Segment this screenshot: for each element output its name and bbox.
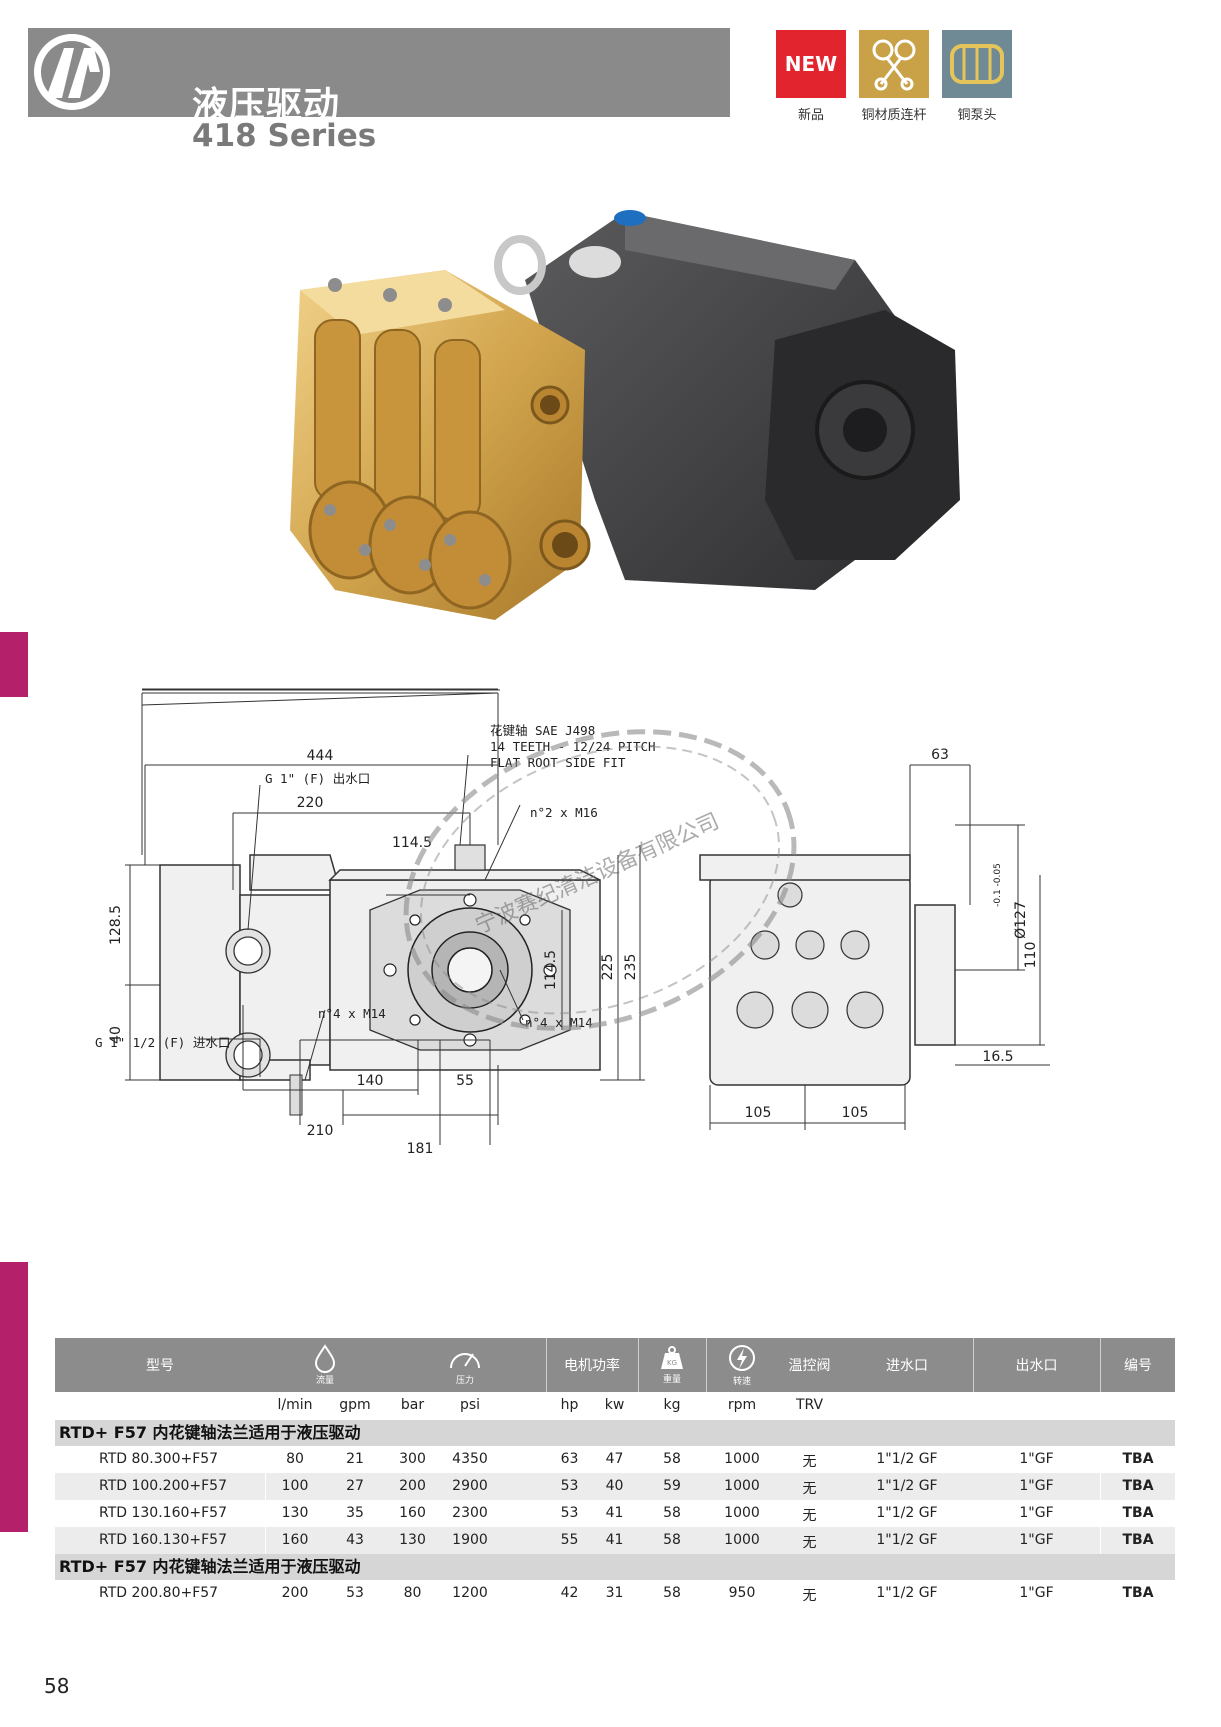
table-header: 型号 流量 压力 电机功率 KG 重量 转速 温控阀 进水口 出水口 编号 [55, 1338, 1175, 1392]
table-row: RTD 130.160+F57 130 35 160 2300 53 41 58… [99, 1505, 1154, 1524]
dim-16-5: 16.5 [982, 1049, 1013, 1065]
side-marker [0, 632, 28, 697]
dim-128-5: 128.5 [108, 905, 124, 945]
badge-caption-new: 新品 [797, 108, 824, 123]
inlet-note: G 1" 1/2 (F) 进水口 [95, 1035, 230, 1050]
dim-181: 181 [407, 1141, 434, 1157]
unit-gpm: gpm [339, 1397, 371, 1413]
drop-icon [314, 1344, 336, 1373]
m14-note-left: n°4 x M14 [318, 1006, 386, 1021]
units-row: l/min gpm bar psi hp kw kg rpm TRV [55, 1392, 1175, 1420]
dim-105-right: 105 [842, 1105, 869, 1121]
header-pressure: 压力 [385, 1338, 545, 1392]
series-title: 418 Series [192, 118, 377, 154]
technical-drawing: 444 220 114.5 128.5 40 114.5 225 235 140… [95, 688, 1150, 1265]
table-row: RTD 80.300+F57 80 21 300 4350 63 47 58 1… [99, 1451, 1154, 1470]
page-title: 液压驱动 [192, 85, 341, 126]
header-speed: 转速 [707, 1338, 777, 1392]
header-trv: 温控阀 [788, 1358, 831, 1374]
section-title: RTD+ F57 内花键轴法兰适用于液压驱动 [55, 1420, 1175, 1446]
weight-icon: KG [661, 1346, 683, 1369]
dim-40: 40 [108, 1026, 124, 1044]
dim-114-5-side: 114.5 [543, 950, 559, 990]
new-badge-text: NEW [784, 52, 838, 76]
dim-63: 63 [931, 747, 949, 763]
unit-kw: kw [604, 1397, 625, 1413]
header-flow: 流量 [265, 1338, 385, 1392]
brand-logo [28, 28, 116, 117]
watermark: 宁波赛纪清洁设备有限公司 [390, 720, 810, 1040]
badge-caption-rod: 铜材质连杆 [861, 108, 927, 123]
shaft-note-2: 14 TEETH - 12/24 PITCH [490, 739, 656, 754]
dim-210: 210 [307, 1123, 334, 1139]
unit-bar: bar [400, 1397, 425, 1413]
shaft-note-1: 花键轴 SAE J498 [490, 723, 595, 738]
dim-444: 444 [307, 748, 334, 764]
dim-110: 110 [1023, 942, 1039, 969]
connecting-rod-icon [859, 30, 929, 98]
speed-icon [729, 1345, 755, 1371]
outlet-note: G 1" (F) 出水口 [265, 771, 370, 786]
header-inlet: 进水口 [886, 1358, 928, 1374]
header-outlet: 出水口 [1015, 1358, 1058, 1374]
dim-140: 140 [357, 1073, 384, 1089]
badge-caption-head: 铜泵头 [957, 108, 997, 123]
unit-kg: kg [663, 1397, 681, 1413]
unit-psi: psi [459, 1397, 481, 1413]
pump-head-icon [942, 30, 1012, 98]
new-badge: NEW [776, 30, 846, 98]
table-row: RTD 100.200+F57 100 27 200 2900 53 40 59… [55, 1473, 1175, 1500]
m16-note: n°2 x M16 [530, 805, 598, 820]
dim-55: 55 [456, 1073, 474, 1089]
dim-235: 235 [623, 954, 639, 981]
section-title: RTD+ F57 内花键轴法兰适用于液压驱动 [55, 1554, 1175, 1580]
header-bar [28, 28, 730, 117]
watermark-text: 宁波赛纪清洁设备有限公司 [472, 809, 723, 939]
dim-225: 225 [600, 954, 616, 981]
header-code: 编号 [1124, 1358, 1152, 1374]
side-marker [0, 1262, 28, 1532]
header-model: 型号 [146, 1358, 174, 1374]
table-row: RTD 200.80+F57 200 53 80 1200 42 31 58 9… [99, 1585, 1154, 1604]
dim-127: Ø127 [1013, 901, 1029, 939]
gauge-icon [450, 1353, 480, 1369]
weight-icon-text: KG [667, 1359, 677, 1367]
product-photo [290, 200, 975, 695]
spec-table: 型号 流量 压力 电机功率 KG 重量 转速 温控阀 进水口 出水口 编号 l/… [55, 1338, 1175, 1607]
dim-105-left: 105 [745, 1105, 772, 1121]
header-weight: KG 重量 [639, 1338, 705, 1392]
unit-rpm: rpm [727, 1397, 757, 1413]
dim-220: 220 [297, 795, 324, 811]
unit-lmin: l/min [277, 1397, 313, 1413]
dim-127-tolerance: -0.1 -0.05 [993, 863, 1003, 907]
header-power: 电机功率 [564, 1358, 620, 1374]
table-row: RTD 160.130+F57 160 43 130 1900 55 41 58… [55, 1527, 1175, 1554]
page-number: 58 [44, 1674, 70, 1698]
unit-hp: hp [560, 1397, 579, 1413]
dim-114-5-top: 114.5 [392, 835, 432, 851]
unit-trv: TRV [795, 1397, 824, 1413]
